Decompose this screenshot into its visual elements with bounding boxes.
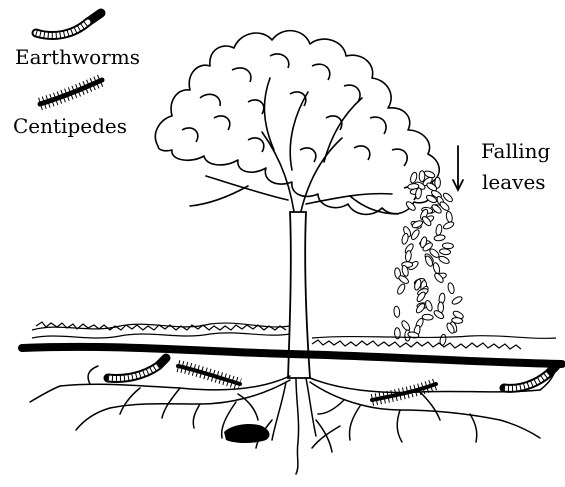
tree-canopy <box>155 31 439 215</box>
leaf <box>442 243 453 249</box>
leaf <box>438 255 450 265</box>
legend-earthworm-icon <box>36 13 101 35</box>
leaf <box>415 302 426 314</box>
leaf <box>451 295 463 305</box>
legend-centipede-icon <box>40 80 102 104</box>
falling-leaves-label-line2: leaves <box>482 172 546 192</box>
leaf <box>422 314 433 320</box>
leaf <box>419 171 425 182</box>
earthworm <box>504 366 556 388</box>
leaf <box>393 306 400 318</box>
leaf <box>445 211 453 223</box>
leaf <box>439 248 451 255</box>
leaf <box>396 283 406 295</box>
leaf <box>432 262 441 274</box>
falling-leaves-label-line1: Falling <box>481 141 550 161</box>
leaf <box>401 233 409 245</box>
leaf <box>447 282 455 294</box>
centipede <box>178 366 240 384</box>
legend-earthworms-label: Earthworms <box>15 47 140 67</box>
leaf <box>442 221 454 231</box>
leaf <box>400 319 411 331</box>
leaf <box>434 234 446 241</box>
down-arrow-icon <box>453 146 463 190</box>
leaf <box>410 228 421 240</box>
stone <box>224 424 269 443</box>
legend-centipedes-label: Centipedes <box>13 116 127 136</box>
earthworm <box>108 358 166 379</box>
leaf <box>435 224 442 236</box>
leaf <box>424 300 433 312</box>
leaf <box>424 255 434 267</box>
